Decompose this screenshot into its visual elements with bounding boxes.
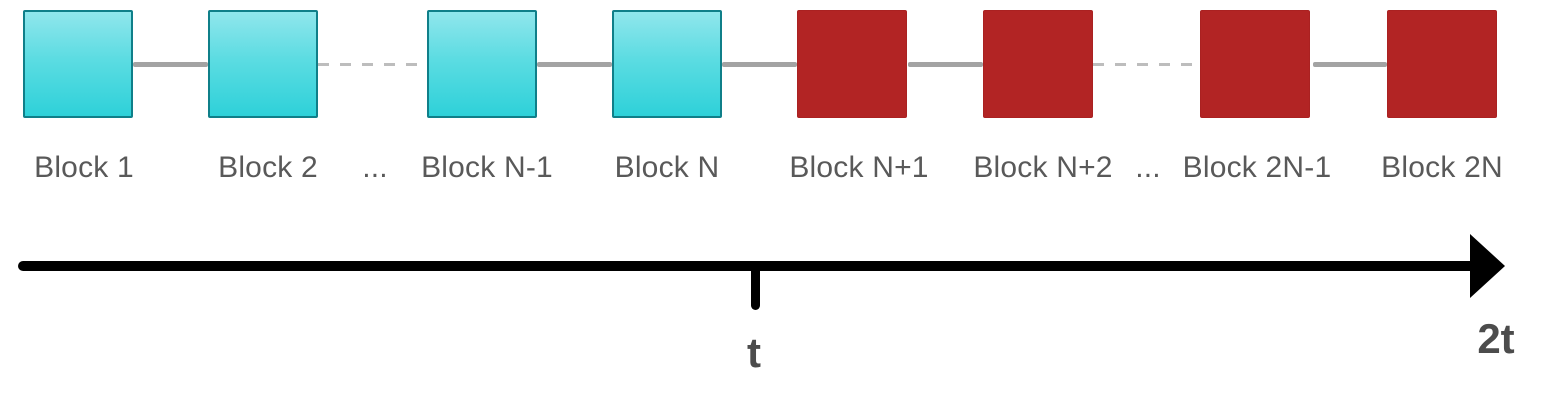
block-2n-shape: [1387, 10, 1497, 118]
timeline-tick-mark: [751, 263, 760, 310]
block-n-1-label: Block N-1: [421, 151, 553, 184]
block-1-label: Block 1: [34, 151, 134, 184]
connector-dashed-2: [1093, 63, 1200, 66]
block-2-label: Block 2: [218, 151, 318, 184]
block-n-shape: [612, 10, 722, 118]
block-2n-1-label: Block 2N-1: [1182, 151, 1332, 184]
block-1-shape: [23, 10, 133, 118]
block-n+1-shape: [797, 10, 907, 118]
ellipsis-second: ...: [1135, 151, 1161, 184]
block-2n-1-shape: [1200, 10, 1310, 118]
block-n-1-shape: [427, 10, 537, 118]
connector-dashed-1: [318, 63, 427, 66]
connector-solid-4: [908, 62, 983, 67]
block-n+2-shape: [983, 10, 1093, 118]
block-n+2-label: Block N+2: [973, 151, 1113, 184]
connector-solid-5: [1313, 62, 1387, 67]
block-n-label: Block N: [614, 151, 720, 184]
timeline-label-2t: 2t: [1477, 315, 1515, 362]
ellipsis-first: ...: [362, 151, 388, 184]
timeline-label-t: t: [747, 329, 761, 376]
connector-solid-2: [537, 62, 612, 67]
block-2n-label: Block 2N: [1381, 151, 1503, 184]
connector-solid-3: [722, 62, 797, 67]
connector-solid-1: [133, 62, 208, 67]
block-2-shape: [208, 10, 318, 118]
timeline-arrowhead-icon: [1470, 234, 1505, 298]
timeline-axis: [18, 261, 1473, 271]
block-n+1-label: Block N+1: [789, 151, 929, 184]
